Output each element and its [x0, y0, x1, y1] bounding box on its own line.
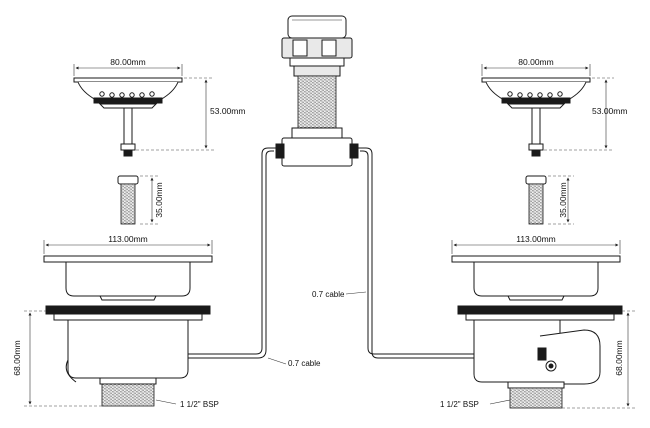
left-thread-callout: 1 1/2" BSP: [155, 399, 219, 409]
right-drain-body: [457, 305, 623, 409]
control-cable-right: [357, 147, 540, 359]
left-bolt-height-dimension: 35.00mm: [140, 175, 164, 225]
right-strainer-height-dimension: 53.00mm: [544, 77, 627, 151]
right-thread-label: 1 1/2" BSP: [440, 400, 479, 409]
left-body-height-label: 68.00mm: [12, 340, 22, 375]
right-flange-width-label: 113.00mm: [516, 234, 556, 244]
cable-upper-callout: 0.7 cable: [312, 290, 367, 299]
left-bolt-height-label: 35.00mm: [154, 182, 164, 217]
right-body-height-dimension: 68.00mm: [562, 310, 636, 409]
left-flange-width-dimension: 113.00mm: [43, 234, 213, 254]
left-strainer-width-dimension: 80.00mm: [73, 57, 183, 76]
left-thread-label: 1 1/2" BSP: [180, 400, 219, 409]
control-cable-left: [188, 147, 277, 359]
cable-lower-label: 0.7 cable: [288, 359, 321, 368]
right-thread-callout: 1 1/2" BSP: [440, 399, 511, 409]
left-bolt: [117, 175, 139, 225]
right-flange-width-dimension: 113.00mm: [451, 234, 621, 254]
cable-lower-callout: 0.7 cable: [267, 357, 321, 368]
left-flange: [43, 255, 213, 301]
left-strainer-basket: [73, 77, 183, 157]
left-body-height-dimension: 68.00mm: [12, 310, 102, 407]
right-strainer-width-label: 80.00mm: [518, 57, 553, 67]
left-strainer-height-dimension: 53.00mm: [136, 77, 245, 151]
left-strainer-width-label: 80.00mm: [110, 57, 145, 67]
right-strainer-basket: [481, 77, 591, 157]
left-drain-body: [45, 305, 211, 407]
right-bolt-height-label: 35.00mm: [558, 182, 568, 217]
right-strainer-width-dimension: 80.00mm: [481, 57, 591, 76]
right-strainer-height-label: 53.00mm: [592, 106, 627, 116]
right-bolt-height-dimension: 35.00mm: [548, 175, 574, 225]
left-strainer-height-label: 53.00mm: [210, 106, 245, 116]
left-flange-width-label: 113.00mm: [108, 234, 148, 244]
overflow-operator-knob: [275, 15, 359, 167]
right-flange: [451, 255, 621, 301]
right-body-height-label: 68.00mm: [614, 340, 624, 375]
right-bolt: [525, 175, 547, 225]
cable-upper-label: 0.7 cable: [312, 290, 345, 299]
